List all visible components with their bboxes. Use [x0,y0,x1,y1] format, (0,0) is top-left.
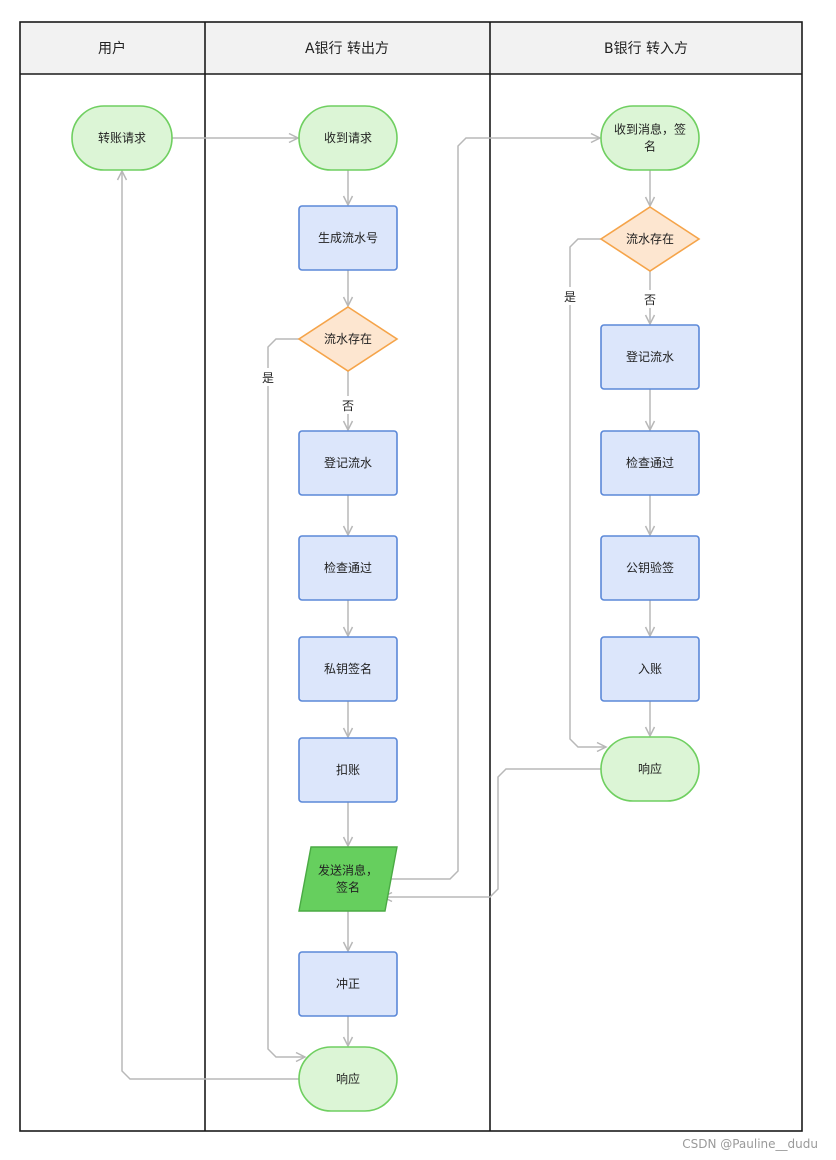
node-label: 收到消息，签 [614,122,686,137]
node-label: 登记流水 [324,455,372,470]
process-shape [600,535,700,601]
node-b-register: 登记流水 [600,324,700,390]
node-a-receive: 收到请求 [298,105,398,171]
node-a-debit: 扣账 [298,737,398,803]
edge-label-background [339,396,357,414]
node-label: 响应 [638,761,662,776]
node-label: 收到请求 [324,131,372,145]
node-b-serial-exists: 流水存在 [599,206,701,272]
process-shape [600,324,700,390]
node-b-check: 检查通过 [600,430,700,496]
lane-title-user: 用户 [98,40,126,57]
node-label: 私钥签名 [324,661,372,676]
terminal-shape [298,105,398,171]
edge-a-serial-exists-a-response [267,338,307,1063]
node-label: 登记流水 [626,349,674,364]
edge-a-send-b-receive [388,132,602,880]
process-shape [298,205,398,271]
node-a-register: 登记流水 [298,430,398,496]
terminal-shape [71,105,173,171]
edge-a-response-u-request [116,169,299,1080]
node-label: 名 [644,139,656,154]
edge-label-background [561,287,579,305]
process-shape [600,430,700,496]
node-label: 扣账 [336,763,360,777]
node-label: 发送消息， [318,863,378,878]
node-a-sign: 私钥签名 [298,636,398,702]
node-a-serial-exists: 流水存在 [297,306,399,372]
lane-title-bank-b: B银行 转入方 [604,41,688,57]
node-label: 入账 [638,662,662,676]
terminal-shape [600,736,700,802]
process-shape [298,951,398,1017]
node-b-verify: 公钥验签 [600,535,700,601]
nodes-layer: 转账请求收到请求生成流水号流水存在登记流水检查通过私钥签名扣账发送消息，签名冲正… [71,105,701,1112]
edge-b-response-a-send [381,768,601,903]
edge-label-a-serial-exists-a-response: 是 [262,371,274,385]
node-label: 签名 [336,880,360,895]
lane-header-background [20,22,802,74]
io-shape [298,846,398,912]
node-a-reverse: 冲正 [298,951,398,1017]
node-label: 流水存在 [626,232,674,246]
node-label: 冲正 [336,976,360,991]
edge-label-background [641,290,659,308]
watermark: CSDN @Pauline__dudu [682,1137,818,1151]
node-label: 检查通过 [324,560,372,575]
edge-label-b-serial-exists-b-register: 否 [644,293,656,307]
node-label: 流水存在 [324,332,372,346]
node-b-credit: 入账 [600,636,700,702]
node-label: 公钥验签 [626,560,674,575]
edges-layer [116,132,656,1080]
lane-title-bank-a: A银行 转出方 [305,41,389,57]
decision-shape [599,206,701,272]
edge-label-b-serial-exists-b-response: 是 [564,290,576,304]
edge-label-background [259,368,277,386]
terminal-shape [600,105,700,171]
edge-b-serial-exists-b-response [569,238,608,753]
decision-shape [297,306,399,372]
process-shape [298,636,398,702]
edge-label-a-serial-exists-a-register: 否 [342,399,354,413]
node-label: 检查通过 [626,455,674,470]
node-a-gen-serial: 生成流水号 [298,205,398,271]
process-shape [600,636,700,702]
node-label: 响应 [336,1071,360,1086]
process-shape [298,737,398,803]
process-shape [298,430,398,496]
node-a-send: 发送消息， 签名 [298,846,398,912]
node-label: 转账请求 [98,130,146,145]
terminal-shape [298,1046,398,1112]
node-b-response: 响应 [600,736,700,802]
node-b-receive: 收到消息，签名 [600,105,700,171]
node-u-request: 转账请求 [71,105,173,171]
diagram-outer-border [19,21,803,1132]
node-a-response: 响应 [298,1046,398,1112]
node-a-check: 检查通过 [298,535,398,601]
process-shape [298,535,398,601]
node-label: 生成流水号 [318,231,378,245]
